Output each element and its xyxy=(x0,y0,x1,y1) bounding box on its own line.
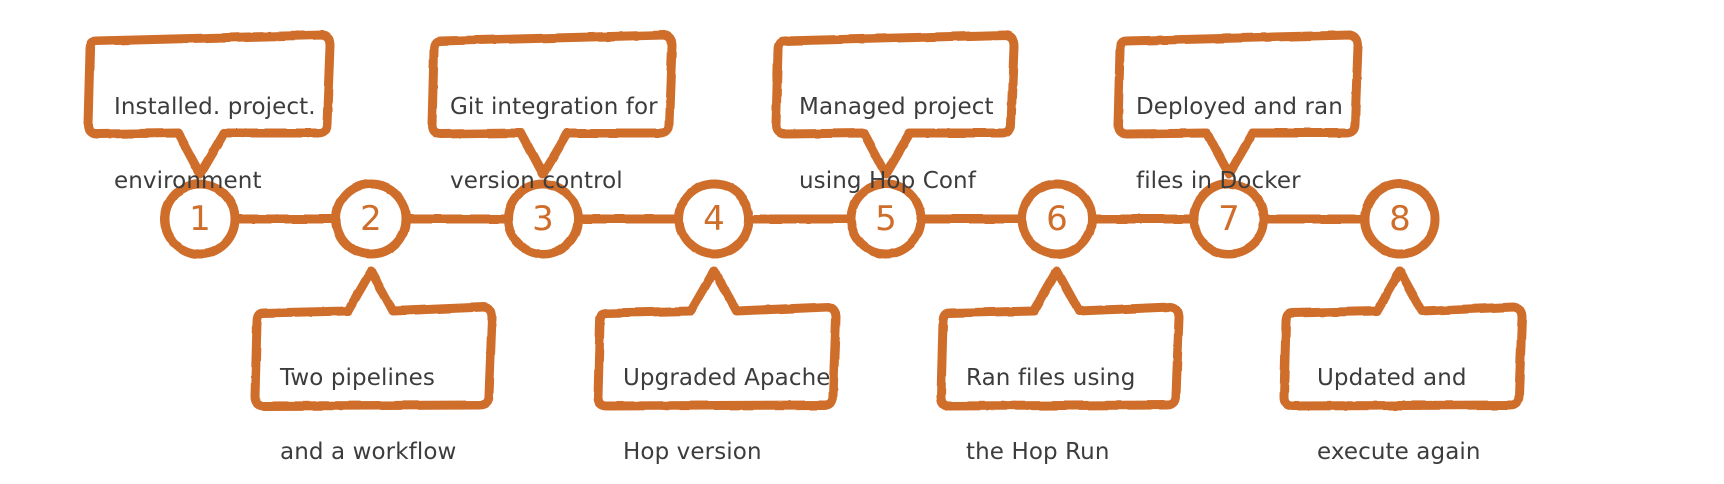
step-circle-5[interactable] xyxy=(846,179,926,259)
callout-bubble-top-5[interactable] xyxy=(771,30,1019,179)
step-circle-7[interactable] xyxy=(1189,179,1269,259)
step-circle-8[interactable] xyxy=(1360,179,1440,259)
step-circle-2[interactable] xyxy=(331,179,411,259)
callout-bubble-bottom-8[interactable] xyxy=(1279,266,1527,411)
step-circle-6[interactable] xyxy=(1017,179,1097,259)
callout-bubble-top-7[interactable] xyxy=(1113,30,1363,179)
step-circle-1[interactable] xyxy=(160,179,240,259)
callout-bubble-bottom-2[interactable] xyxy=(250,266,497,411)
callout-bubble-top-3[interactable] xyxy=(427,30,677,179)
callout-bubble-top-1[interactable] xyxy=(83,30,335,179)
step-circle-4[interactable] xyxy=(674,179,754,259)
callout-bubble-bottom-6[interactable] xyxy=(936,266,1184,411)
callout-bubble-bottom-4[interactable] xyxy=(593,266,841,411)
step-circle-3[interactable] xyxy=(503,179,583,259)
